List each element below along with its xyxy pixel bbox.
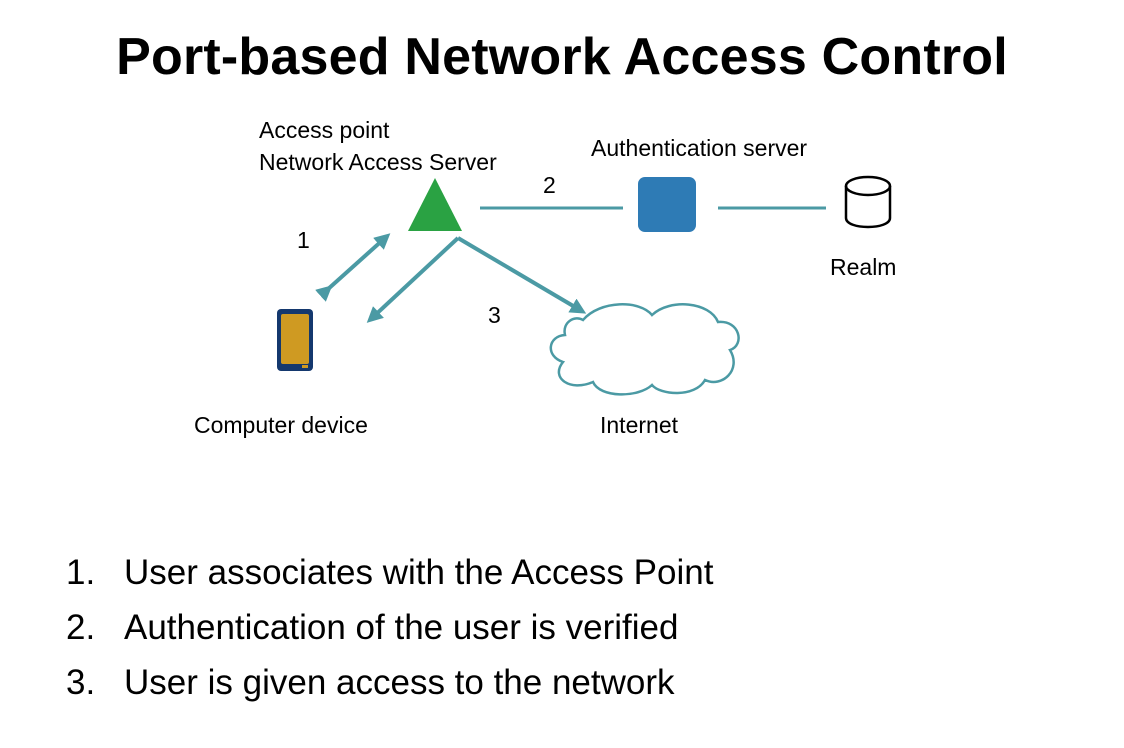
cloud-icon — [549, 303, 740, 396]
mobile-device-icon — [277, 309, 313, 371]
network-access-server-label: Network Access Server — [259, 149, 497, 175]
step-number: 3. — [66, 663, 96, 702]
link-label-2: 2 — [543, 172, 556, 198]
server-square-icon — [638, 177, 696, 232]
steps-list: 1.User associates with the Access Point … — [66, 545, 713, 710]
arrow-device-ap — [315, 233, 391, 302]
list-item: 2. Authentication of the user is verified — [66, 600, 713, 655]
realm-label: Realm — [830, 254, 896, 280]
device-label: Computer device — [194, 412, 368, 438]
step-number: 1. — [66, 553, 96, 592]
step-text: Authentication of the user is verified — [124, 608, 679, 647]
arrow-ap-device — [366, 236, 460, 323]
auth-server-label: Authentication server — [591, 135, 807, 161]
access-point-label: Access point — [259, 117, 390, 143]
link-label-3: 3 — [488, 302, 501, 328]
internet-label: Internet — [600, 412, 679, 438]
arrow-ap-internet — [456, 236, 587, 314]
database-cylinder-icon — [844, 175, 892, 229]
step-text: User associates with the Access Point — [124, 553, 714, 592]
triangle-icon — [408, 178, 462, 231]
list-item: 1. User associates with the Access Point — [66, 545, 713, 600]
step-text: User is given access to the network — [124, 663, 675, 702]
link-label-1: 1 — [297, 227, 310, 253]
step-number: 2. — [66, 608, 96, 647]
slide-title: Port-based Network Access Control — [116, 28, 1008, 86]
list-item: 3. User is given access to the network — [66, 655, 713, 710]
